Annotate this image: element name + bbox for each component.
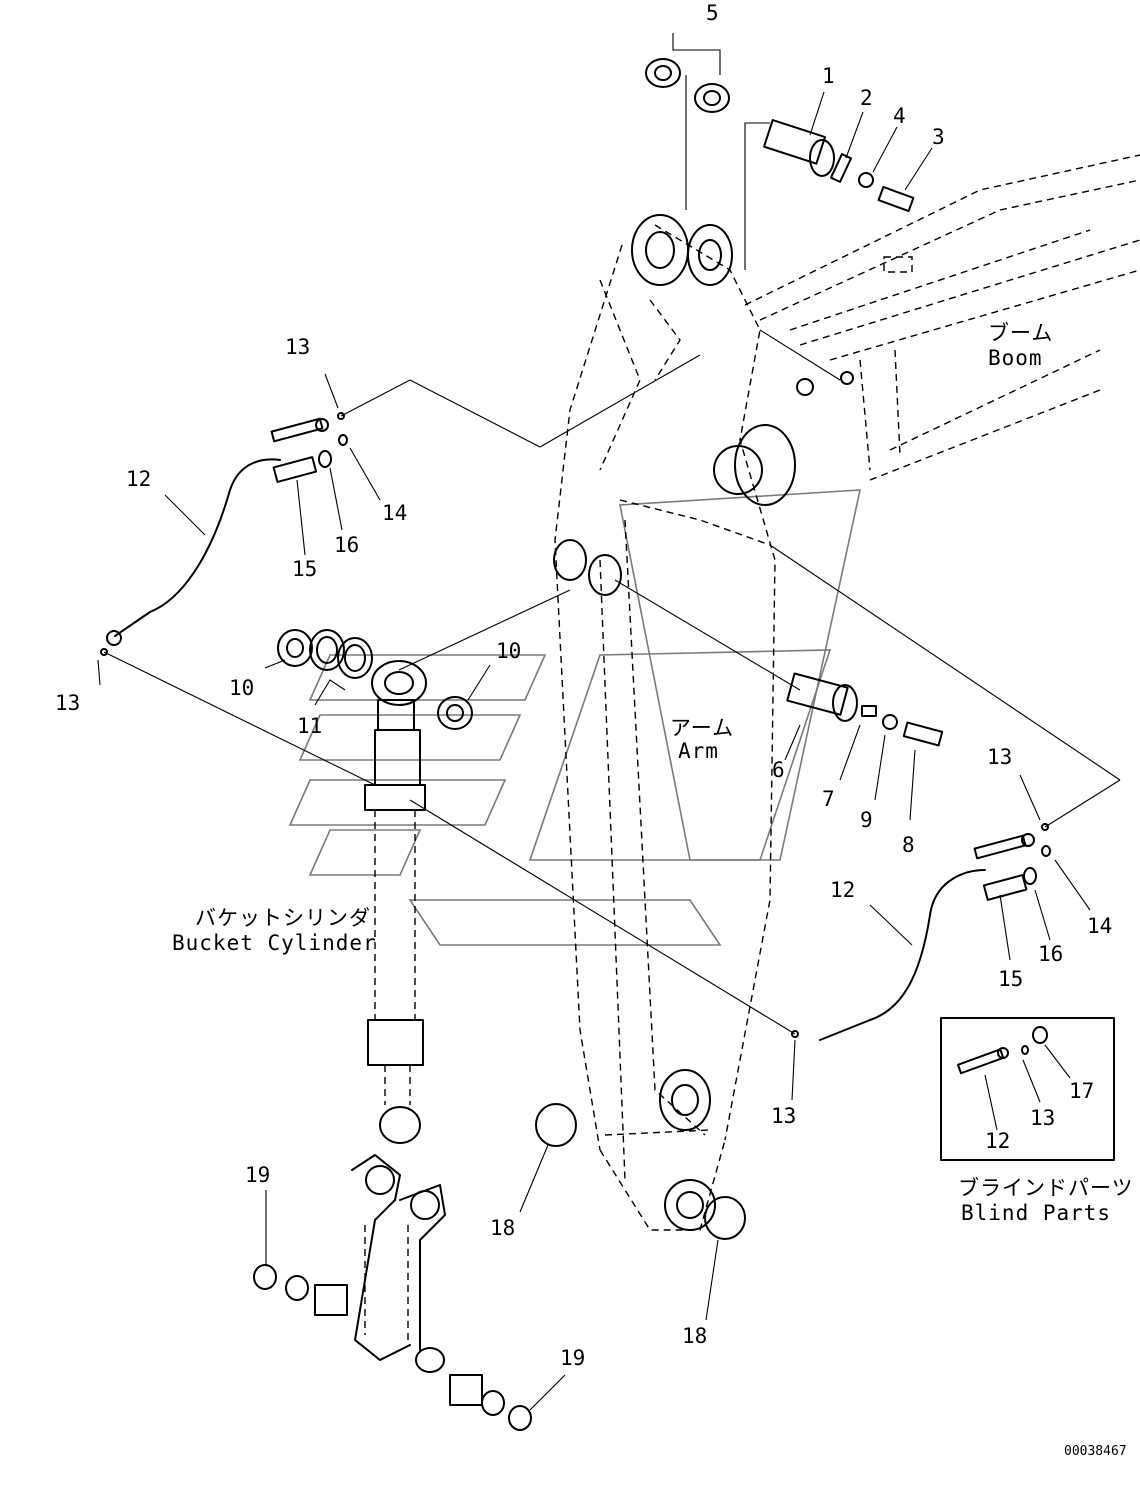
callout-18-a: 18 bbox=[490, 1216, 515, 1240]
callout-13-d: 13 bbox=[771, 1104, 796, 1128]
callout-15-b: 15 bbox=[998, 967, 1023, 991]
arm-outline bbox=[553, 214, 776, 1231]
callout-4: 4 bbox=[893, 104, 906, 128]
callout-11: 11 bbox=[297, 714, 322, 738]
component-labels: ブーム Boom アーム Arm バケットシリンダ Bucket Cylinde… bbox=[172, 321, 1134, 1459]
callout-16-a: 16 bbox=[334, 533, 359, 557]
callout-19-b: 19 bbox=[560, 1346, 585, 1370]
grease-hose-left bbox=[100, 354, 701, 786]
blind-parts-label-en: Blind Parts bbox=[961, 1201, 1111, 1225]
part-1-pin bbox=[744, 119, 915, 270]
blind-parts-box bbox=[940, 1017, 1115, 1161]
bucket-cylinder bbox=[364, 660, 427, 1144]
callout-9: 9 bbox=[860, 808, 873, 832]
blind-parts-label-jp: ブラインドパーツ bbox=[958, 1176, 1134, 1200]
callout-17: 17 bbox=[1069, 1079, 1094, 1103]
callout-5: 5 bbox=[706, 1, 719, 25]
watermark-logo bbox=[288, 489, 862, 946]
callout-2: 2 bbox=[860, 86, 873, 110]
boom-outline bbox=[713, 154, 1140, 506]
callout-10-a: 10 bbox=[229, 676, 254, 700]
bucket-cylinder-label-jp: バケットシリンダ bbox=[195, 906, 371, 930]
leader-lines bbox=[97, 33, 1091, 1411]
callout-14-b: 14 bbox=[1087, 914, 1112, 938]
callout-12-b: 12 bbox=[830, 878, 855, 902]
part-6-pin bbox=[614, 579, 944, 747]
callout-18-b: 18 bbox=[682, 1324, 707, 1348]
callout-13-b: 13 bbox=[55, 691, 80, 715]
callout-15-a: 15 bbox=[292, 557, 317, 581]
bucket-link bbox=[351, 1154, 446, 1373]
callout-8: 8 bbox=[902, 833, 915, 857]
callout-14-a: 14 bbox=[382, 501, 407, 525]
bucket-cylinder-label-en: Bucket Cylinder bbox=[172, 931, 377, 955]
arm-label-en: Arm bbox=[678, 739, 719, 763]
callout-13-e: 13 bbox=[1030, 1106, 1055, 1130]
drawing-number: 00038467 bbox=[1064, 1444, 1127, 1459]
boom-label-en: Boom bbox=[988, 346, 1043, 370]
boom-label-jp: ブーム bbox=[988, 321, 1053, 345]
callout-3: 3 bbox=[932, 125, 945, 149]
callout-13-c: 13 bbox=[987, 745, 1012, 769]
callout-10-b: 10 bbox=[496, 639, 521, 663]
callout-16-b: 16 bbox=[1038, 942, 1063, 966]
callout-numbers: 5 1 2 4 3 13 12 14 16 15 13 10 11 10 6 7… bbox=[55, 1, 1112, 1370]
callout-19-a: 19 bbox=[245, 1163, 270, 1187]
callout-6: 6 bbox=[772, 758, 785, 782]
callout-12-a: 12 bbox=[126, 467, 151, 491]
part-18-orings bbox=[535, 1103, 746, 1240]
callout-13-a: 13 bbox=[285, 335, 310, 359]
callout-1: 1 bbox=[822, 64, 835, 88]
arm-label-jp: アーム bbox=[670, 716, 734, 740]
part-5-shims bbox=[645, 58, 730, 210]
callout-7: 7 bbox=[822, 787, 835, 811]
part-10-11-washers bbox=[277, 589, 571, 730]
part-19-bushings bbox=[253, 1264, 532, 1431]
callout-12-c: 12 bbox=[985, 1129, 1010, 1153]
grease-hose-right bbox=[409, 544, 1121, 1041]
